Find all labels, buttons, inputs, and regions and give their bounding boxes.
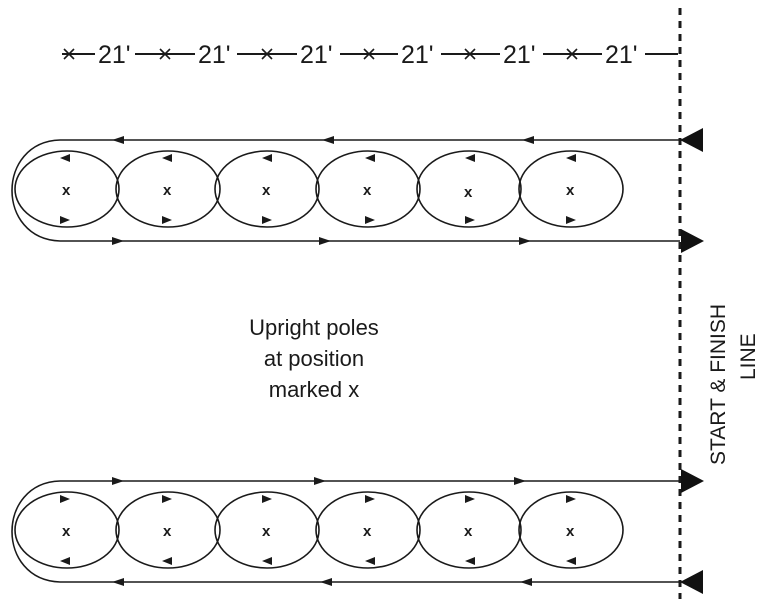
top-weave-loop-1 <box>14 150 120 228</box>
top-pattern <box>11 139 680 242</box>
pole-marker: x <box>363 523 372 540</box>
top-pole-markers: x x x x x x <box>62 182 575 201</box>
pole-marker: x <box>464 184 473 201</box>
bottom-weave-loop-4 <box>315 491 421 569</box>
top-exit-arrow <box>680 128 703 152</box>
start-finish-label-2: LINE <box>737 333 760 380</box>
bottom-turn-arc <box>11 480 61 583</box>
dimension-label-3: 21' <box>300 41 333 69</box>
dimension-tick-marks <box>63 48 578 60</box>
pole-marker: x <box>566 182 575 199</box>
dimension-label-5: 21' <box>503 41 536 69</box>
top-weave-loop-5 <box>416 150 522 228</box>
bottom-weave-loop-5 <box>416 491 522 569</box>
pole-marker: x <box>464 523 473 540</box>
bottom-direction-arrows <box>60 477 576 586</box>
top-weave-loop-6 <box>518 150 624 228</box>
pole-marker: x <box>363 182 372 199</box>
pole-marker: x <box>262 523 271 540</box>
top-turn-arc <box>11 139 61 242</box>
pole-marker: x <box>566 523 575 540</box>
bottom-exit-arrow <box>680 570 703 594</box>
top-weave-loop-2 <box>115 150 221 228</box>
pole-marker: x <box>62 182 71 199</box>
pole-marker: x <box>163 182 172 199</box>
bottom-weave-loop-6 <box>518 491 624 569</box>
top-direction-arrows <box>60 136 576 245</box>
bottom-weave-loop-1 <box>14 491 120 569</box>
dimension-label-6: 21' <box>605 41 638 69</box>
note-line-2: at position <box>264 346 364 371</box>
top-weave-loop-3 <box>214 150 320 228</box>
dimension-label-1: 21' <box>98 41 131 69</box>
bottom-start-arrow <box>681 469 704 493</box>
note-line-1: Upright poles <box>249 315 379 340</box>
bottom-weave-loop-2 <box>115 491 221 569</box>
pole-marker: x <box>62 523 71 540</box>
pole-note: Upright poles at position marked x <box>249 315 379 402</box>
start-finish-label-1: START & FINISH <box>707 304 730 465</box>
pole-marker: x <box>163 523 172 540</box>
bottom-pole-markers: x x x x x x <box>62 523 575 540</box>
dimension-label-2: 21' <box>198 41 231 69</box>
bottom-pattern <box>11 480 680 583</box>
dimension-row: 21' 21' 21' 21' 21' 21' <box>62 41 678 69</box>
bottom-weave-loop-3 <box>214 491 320 569</box>
note-line-3: marked x <box>269 377 359 402</box>
top-start-arrow <box>681 229 704 253</box>
top-weave-loop-4 <box>315 150 421 228</box>
dimension-label-4: 21' <box>401 41 434 69</box>
pole-marker: x <box>262 182 271 199</box>
